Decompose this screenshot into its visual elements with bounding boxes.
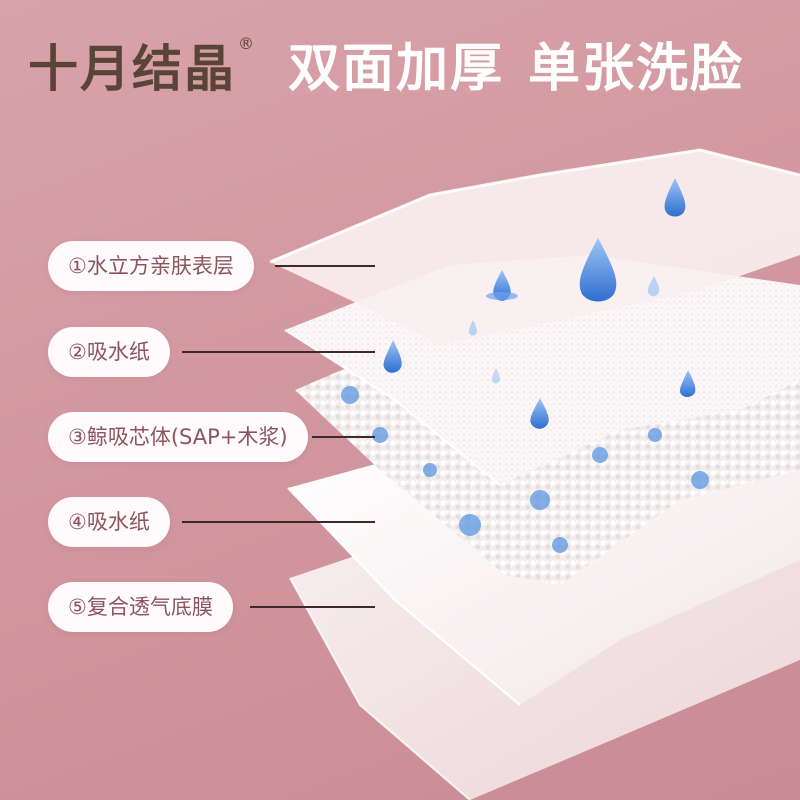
water-drop-icon bbox=[647, 276, 660, 297]
registered-mark: ® bbox=[238, 34, 254, 53]
headline-part-2: 单张洗脸 bbox=[528, 39, 745, 99]
brand-logo: 十月结晶 ® bbox=[28, 34, 254, 104]
leader-line-3 bbox=[312, 436, 375, 438]
water-drop-icon bbox=[664, 178, 686, 217]
headline: 双面加厚单张洗脸 bbox=[288, 34, 744, 104]
water-drops bbox=[383, 178, 696, 429]
layer-label-3: ③鲸吸芯体(SAP+木浆) bbox=[48, 412, 308, 462]
water-drop-icon bbox=[579, 238, 617, 302]
water-drop-icon bbox=[530, 398, 549, 429]
leader-line-1 bbox=[275, 265, 375, 267]
water-drop-icon bbox=[679, 370, 696, 397]
water-drop-icon bbox=[469, 320, 477, 336]
layer-label-2: ②吸水纸 bbox=[48, 327, 170, 377]
brand-name: 十月结晶 bbox=[28, 40, 236, 98]
leader-line-5 bbox=[250, 606, 375, 608]
leader-line-4 bbox=[182, 521, 375, 523]
layer-label-1: ①水立方亲肤表层 bbox=[48, 241, 254, 291]
water-drop-icon bbox=[492, 368, 500, 384]
leader-line-2 bbox=[182, 351, 375, 353]
layer-label-5: ⑤复合透气底膜 bbox=[48, 582, 233, 632]
headline-part-1: 双面加厚 bbox=[288, 39, 505, 99]
water-drop-icon bbox=[383, 340, 402, 373]
layer-label-4: ④吸水纸 bbox=[48, 497, 170, 547]
